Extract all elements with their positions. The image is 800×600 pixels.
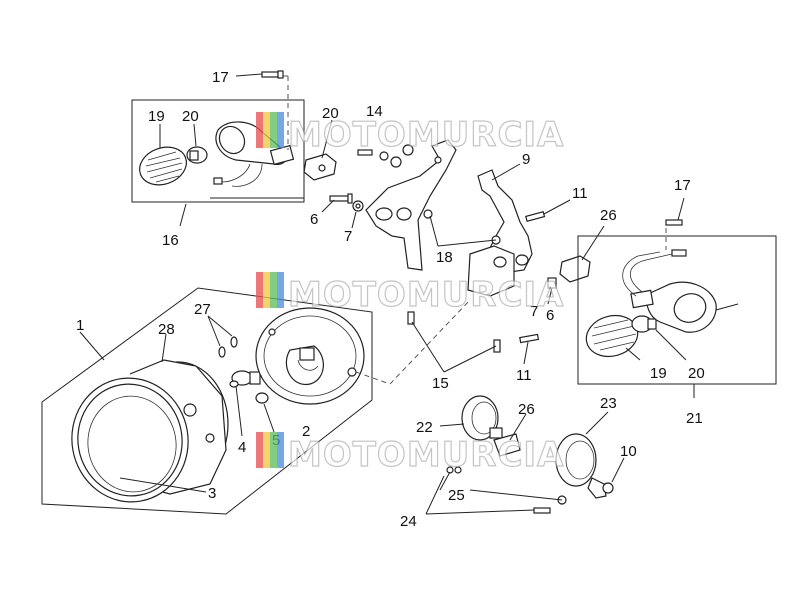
right-signal-frame xyxy=(577,235,777,385)
horn-22 xyxy=(461,395,503,441)
screw-17-right xyxy=(665,219,683,226)
callout-25: 25 xyxy=(448,487,465,504)
callout-15: 15 xyxy=(432,375,449,392)
headlight-reflector xyxy=(255,307,365,405)
signal-bulb-left xyxy=(186,146,208,164)
watermark-text: MOTOMURCIA xyxy=(288,115,564,155)
callout-19-right: 19 xyxy=(650,365,667,382)
watermark-middle: MOTOMURCIA xyxy=(256,272,564,316)
horn-bracket-26 xyxy=(493,433,521,457)
callout-17-top-left: 17 xyxy=(212,69,229,86)
callout-6-left: 6 xyxy=(310,211,318,228)
callout-numbers: 17 19 20 16 6 7 20 14 9 11 18 17 26 6 7 … xyxy=(76,69,705,530)
watermark-stripe xyxy=(256,112,263,148)
signal-lens-left xyxy=(139,146,187,186)
callout-28: 28 xyxy=(158,321,175,338)
callout-4: 4 xyxy=(238,439,246,456)
callout-27: 27 xyxy=(194,301,211,318)
watermark-bottom: MOTOMURCIA xyxy=(256,432,564,476)
headlight-bracket xyxy=(365,139,457,271)
callout-20-right: 20 xyxy=(688,365,705,382)
screw-11-upper xyxy=(525,211,546,222)
callout-22: 22 xyxy=(416,419,433,436)
callout-16: 16 xyxy=(162,232,179,249)
callout-11-lower: 11 xyxy=(516,367,532,384)
callout-26-bottom: 26 xyxy=(518,401,535,418)
mounting-bracket-group xyxy=(329,139,591,353)
callout-18: 18 xyxy=(436,249,453,266)
signal-housing-left xyxy=(213,121,295,187)
parking-bulb xyxy=(255,392,269,404)
callout-7-left: 7 xyxy=(344,228,352,245)
screws-15 xyxy=(407,311,501,353)
callout-10: 10 xyxy=(620,443,637,460)
rubber-block-left xyxy=(303,153,337,181)
leader-lines xyxy=(79,73,695,515)
headlight-group xyxy=(41,287,471,515)
horn-group xyxy=(446,395,614,514)
headlight-bulb xyxy=(229,370,261,388)
bulb-small-27 xyxy=(218,336,238,358)
callout-20-center: 20 xyxy=(322,105,339,122)
screw-6-left xyxy=(329,193,353,204)
headlight-frame xyxy=(41,287,373,515)
rubber-block-26 xyxy=(559,255,591,283)
callout-3: 3 xyxy=(208,485,216,502)
screws-14 xyxy=(357,144,414,168)
watermark-text: MOTOMURCIA xyxy=(288,275,564,315)
callout-26-top: 26 xyxy=(600,207,617,224)
nut-10 xyxy=(602,482,614,494)
horn-23 xyxy=(555,433,607,499)
callout-14: 14 xyxy=(366,103,383,120)
callout-20-left: 20 xyxy=(182,108,199,125)
signal-bulb-right xyxy=(631,315,657,333)
screw-17-left xyxy=(261,70,284,79)
callout-17-right: 17 xyxy=(674,177,691,194)
callout-23: 23 xyxy=(600,395,617,412)
callout-7-right: 7 xyxy=(530,303,538,320)
signal-lens-right xyxy=(585,314,639,358)
left-turn-signal-group xyxy=(131,70,337,203)
nut-18-a xyxy=(423,209,433,219)
callout-2: 2 xyxy=(302,423,310,440)
callout-19-left: 19 xyxy=(148,108,165,125)
screw-11-lower xyxy=(519,333,540,344)
callout-24: 24 xyxy=(400,513,417,530)
signal-housing-right xyxy=(630,281,739,333)
callout-1: 1 xyxy=(76,317,84,334)
watermark-text: MOTOMURCIA xyxy=(288,435,564,475)
washer-7-left xyxy=(352,200,364,212)
headlight-rim xyxy=(71,377,189,503)
right-turn-signal-group xyxy=(577,219,777,385)
callout-6-right: 6 xyxy=(546,307,554,324)
callout-11-upper: 11 xyxy=(572,185,588,202)
watermark-top: MOTOMURCIA xyxy=(256,112,564,156)
callout-21: 21 xyxy=(686,410,703,427)
connector-right xyxy=(671,249,687,257)
callout-9: 9 xyxy=(522,151,530,168)
